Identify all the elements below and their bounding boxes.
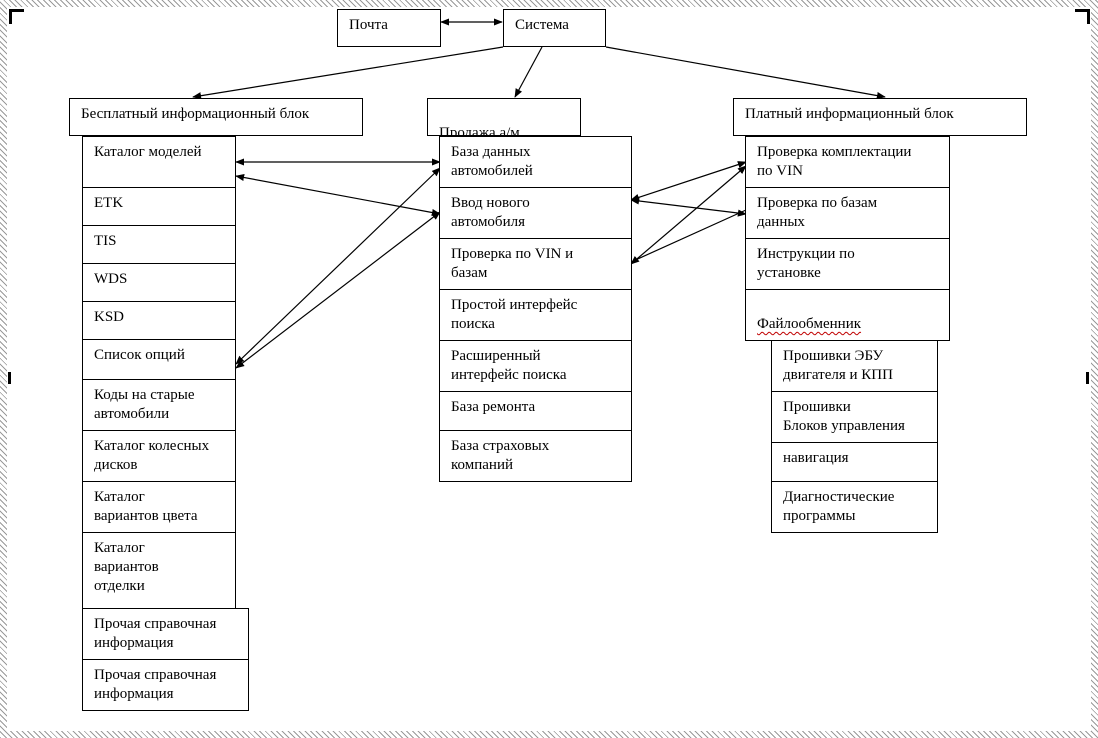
arrow-vin-paid-bases xyxy=(630,209,747,263)
sale-item-repair-database: База ремонта xyxy=(439,391,632,431)
paid-item-file-exchange: Файлообменник xyxy=(745,289,950,341)
arrow-catalog-newcar xyxy=(235,173,441,217)
sale-item-insurance-database: База страховых компаний xyxy=(439,430,632,482)
paid-info-block-header: Платный информационный блок xyxy=(733,98,1027,136)
free-item-old-car-codes: Коды на старые автомобили xyxy=(82,379,236,431)
sale-item-vin-check: Проверка по VIN и базам xyxy=(439,238,632,290)
free-item-color-catalog: Каталог вариантов цвета xyxy=(82,481,236,533)
free-item-other-reference-1: Прочая справочная информация xyxy=(82,608,249,660)
free-item-ksd: KSD xyxy=(82,301,236,340)
free-item-trim-catalog: Каталог вариантов отделки xyxy=(82,532,236,609)
arrow-system-free xyxy=(192,46,504,100)
paid-item-database-check: Проверка по базам данных xyxy=(745,187,950,239)
arrow-newcar-paid-bases xyxy=(630,197,747,217)
crop-mark-left xyxy=(8,372,11,384)
free-item-tis: TIS xyxy=(82,225,236,264)
mail-box: Почта xyxy=(337,9,441,47)
free-item-other-reference-2: Прочая справочная информация xyxy=(82,659,249,711)
paid-sub-navigation: навигация xyxy=(771,442,938,482)
paid-item-file-exchange-label: Файлообменник xyxy=(757,316,862,332)
car-sale-header: Продажа а/м xyxy=(427,98,581,141)
paid-sub-control-unit-firmware: Прошивки Блоков управления xyxy=(771,391,938,443)
free-item-wds: WDS xyxy=(82,263,236,302)
arrow-system-paid xyxy=(605,46,886,100)
free-info-block-header: Бесплатный информационный блок xyxy=(69,98,363,136)
arrow-system-sale xyxy=(514,46,543,98)
free-item-model-catalog: Каталог моделей xyxy=(82,136,236,188)
sale-item-car-database: База данных автомобилей xyxy=(439,136,632,188)
sale-item-simple-search: Простой интерфейс поиска xyxy=(439,289,632,341)
free-item-etk: ETK xyxy=(82,187,236,226)
sale-item-advanced-search: Расширенный интерфейс поиска xyxy=(439,340,632,392)
arrow-vin-paid-complect xyxy=(630,165,747,265)
crop-mark-top-right xyxy=(1075,9,1090,24)
crop-mark-top-left xyxy=(9,9,24,24)
arrow-options-newcar xyxy=(235,211,441,369)
system-box: Система xyxy=(503,9,606,47)
arrow-options-database xyxy=(235,167,441,365)
paid-sub-ecu-firmware: Прошивки ЭБУ двигателя и КПП xyxy=(771,340,938,392)
sale-item-new-car-entry: Ввод нового автомобиля xyxy=(439,187,632,239)
paid-item-vin-equipment-check: Проверка комплектации по VIN xyxy=(745,136,950,188)
paid-sub-diagnostic-programs: Диагностические программы xyxy=(771,481,938,533)
crop-mark-right xyxy=(1086,372,1089,384)
paid-item-installation-guides: Инструкции по установке xyxy=(745,238,950,290)
free-item-options-list: Список опций xyxy=(82,339,236,380)
free-item-wheel-catalog: Каталог колесных дисков xyxy=(82,430,236,482)
